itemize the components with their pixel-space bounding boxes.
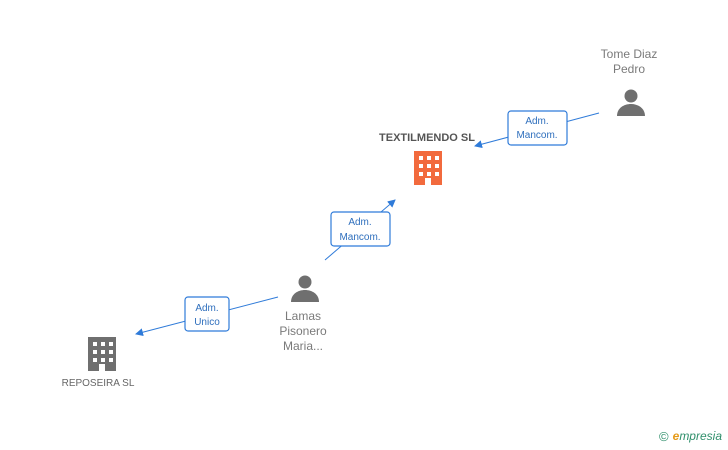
building-icon [414, 151, 442, 185]
copyright-icon: © [659, 428, 669, 444]
company-node-reposeira[interactable]: REPOSEIRA SL [62, 337, 135, 389]
person-node-tome-diaz-pedro[interactable]: Tome Diaz Pedro [601, 47, 658, 116]
brand-initial: e [672, 429, 680, 443]
edge-label-line: Adm. [348, 217, 371, 228]
person-label-line: Maria... [283, 339, 323, 353]
edge-lamas-to-textilmendo: Adm. Mancom. [324, 199, 396, 261]
edge-label-line: Adm. [525, 116, 548, 127]
person-label-line: Tome Diaz [601, 47, 658, 61]
empresia-logo: empresia [673, 429, 722, 443]
person-label-line: Pisonero [279, 324, 327, 338]
person-node-lamas-pisonero-maria[interactable]: Lamas Pisonero Maria... [279, 275, 327, 354]
edge-label-line: Unico [194, 317, 220, 328]
empresia-watermark: © empresia [659, 429, 722, 443]
person-label-line: Pedro [613, 62, 645, 76]
company-label: TEXTILMENDO SL [379, 132, 475, 144]
building-icon [88, 337, 116, 371]
brand-name: mpresia [679, 429, 722, 443]
person-icon [291, 275, 319, 302]
edge-label-line: Mancom. [339, 232, 380, 243]
company-label: REPOSEIRA SL [62, 378, 135, 389]
edge-lamas-to-reposeira: Adm. Unico [135, 296, 279, 337]
edge-label-line: Adm. [195, 303, 218, 314]
person-label-line: Lamas [285, 309, 321, 323]
edge-tome-to-textilmendo: Adm. Mancom. [474, 110, 600, 149]
person-icon [617, 89, 645, 116]
edge-label-line: Mancom. [516, 130, 557, 141]
company-node-textilmendo[interactable]: TEXTILMENDO SL [379, 132, 475, 185]
